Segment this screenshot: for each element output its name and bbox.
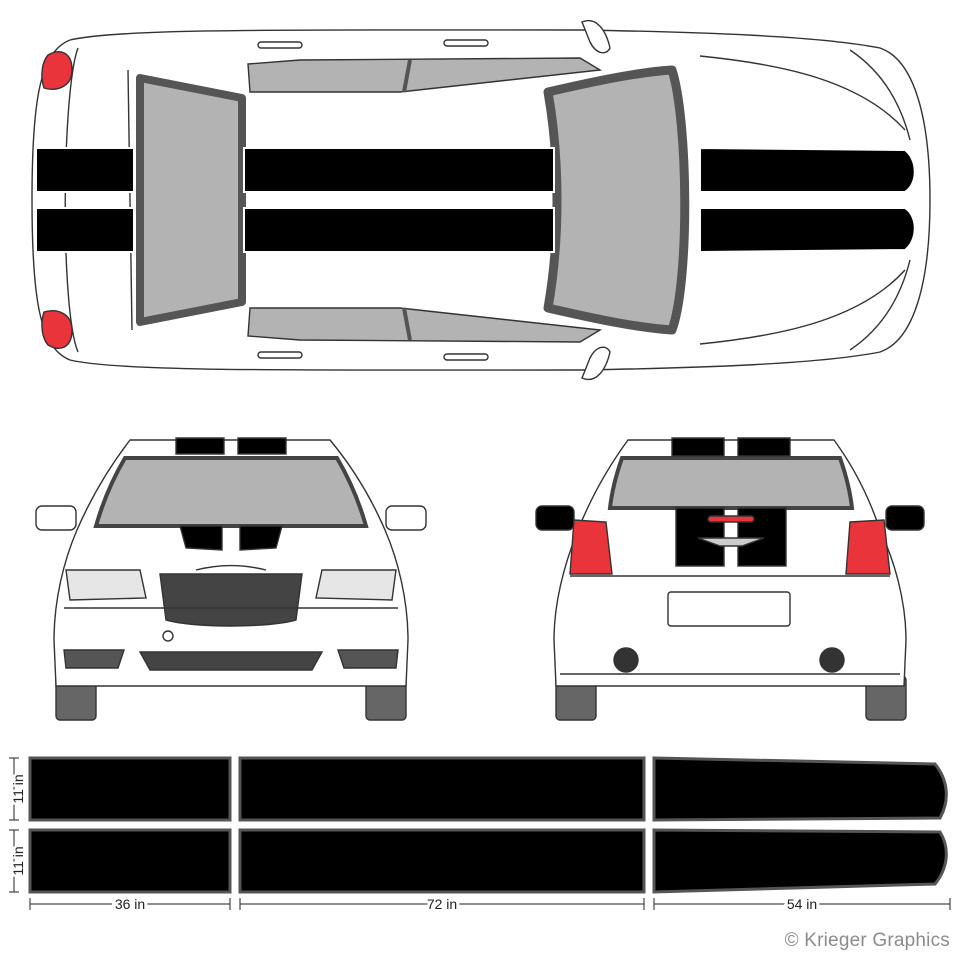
license-plate [667,591,791,627]
stripe-hood-upper [699,146,916,193]
stripe-roof-lower [243,207,555,253]
front-roof-stripe-left [175,437,225,455]
side-windows-right [247,307,603,343]
segment-hood-label: 54 in [787,896,817,912]
height-dimension-upper [9,757,19,821]
headlight-right [315,569,397,601]
front-hood-stripe-right [239,525,283,551]
rear-roof-stripe-right [737,437,791,457]
flat-stripe-hood-upper [652,756,948,822]
stripe-height-label-lower: 11 in [10,846,26,875]
front-grille [159,573,303,627]
fog-light-right [337,649,399,669]
width-dimension-hood [653,898,951,910]
rear-view-window [607,456,855,510]
front-hood-stripe-left [179,525,223,551]
flat-stripe-rear-lower [28,828,232,894]
car-rear-view [535,437,925,721]
third-brake-light [707,515,755,523]
front-mirror-right [385,505,427,531]
flat-stripe-roof-upper [238,756,646,822]
rear-roof-stripe-left [671,437,725,457]
front-windshield [93,456,369,528]
rear-tail-light-left [569,519,613,575]
car-front-view [35,437,427,721]
trunk-edge [127,69,133,331]
stripe-layout: 11 in 11 in 36 in 72 in 54 in [8,756,951,915]
flat-stripe-rear-upper [28,756,232,822]
segment-roof-label: 72 in [427,896,457,912]
car-top-view [31,19,931,381]
mirror-left [581,19,611,54]
copyright-credit: © Krieger Graphics [784,930,950,951]
stripe-height-label-upper: 11 in [10,774,26,803]
stripe-rear-lower [35,207,135,253]
front-roof-stripe-right [237,437,287,455]
front-mirror-left [35,505,77,531]
flat-stripe-hood-lower [652,828,948,894]
tail-light-left [41,51,73,90]
headlight-left [65,569,147,601]
side-windows-left [247,57,603,93]
lower-intake [138,651,324,671]
rear-mirror-right [885,505,925,531]
top-view-stripes [35,146,916,254]
mirror-right [581,346,611,381]
stripe-hood-lower [699,207,916,254]
exhaust-right [819,647,845,673]
front-badge-ring [162,630,174,642]
width-dimension-roof [239,898,645,910]
segment-rear-label: 36 in [115,896,145,912]
tail-light-right [41,310,73,349]
fog-light-left [63,649,125,669]
stripe-rear-upper [35,147,135,193]
rear-window [136,74,246,326]
rear-badge [697,537,765,547]
exhaust-left [613,647,639,673]
rear-tail-light-right [845,519,891,575]
rear-mirror-left [535,505,575,531]
windshield [543,65,690,335]
stripe-roof-upper [243,147,555,193]
flat-stripe-roof-lower [238,828,646,894]
height-dimension-lower [9,829,19,893]
width-dimension-rear [29,898,231,910]
